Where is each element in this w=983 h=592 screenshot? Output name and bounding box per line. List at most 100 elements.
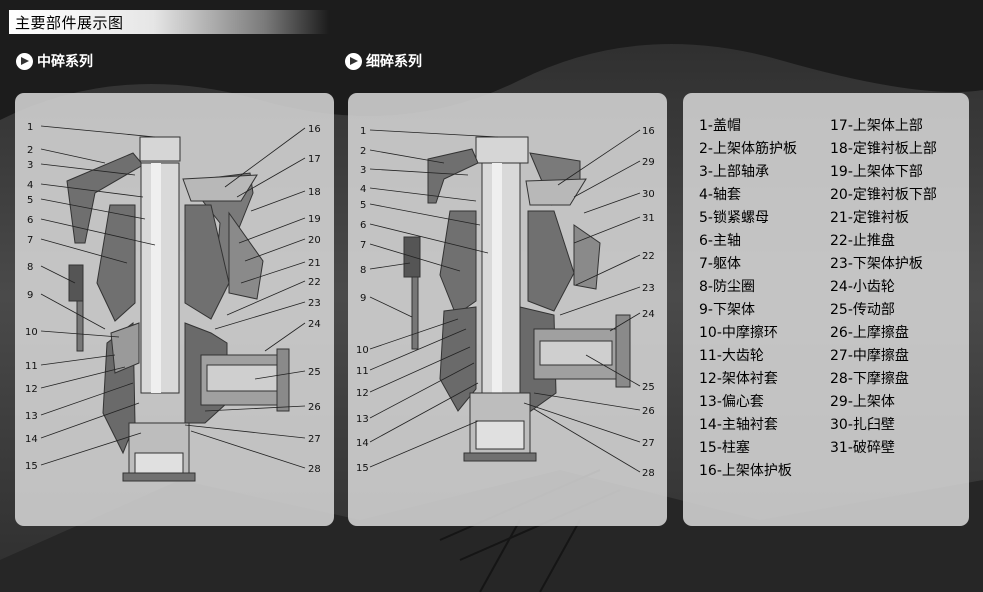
part-number: 2 [27,145,33,156]
legend-item: 23-下架体护板 [830,256,923,272]
diagram-panel-fine: 1 2 3 4 5 6 7 8 9 10 11 12 13 14 15 16 2… [348,93,667,526]
part-number: 1 [27,122,33,133]
part-number: 14 [356,438,369,449]
legend-item: 25-传动部 [830,302,895,318]
legend-item: 3-上部轴承 [699,164,769,180]
part-number: 7 [360,240,366,251]
part-number: 1 [360,126,366,137]
part-number: 2 [360,146,366,157]
part-number: 22 [308,277,321,288]
part-number: 19 [308,214,321,225]
part-number: 31 [642,213,655,224]
part-number: 14 [25,434,38,445]
legend-item: 30-扎臼壁 [830,417,895,433]
part-number: 15 [25,461,38,472]
legend-item: 6-主轴 [699,233,741,249]
part-number: 8 [360,265,366,276]
part-number: 6 [27,215,33,226]
left-part-numbers: 1 2 3 4 5 6 7 8 9 10 11 12 13 14 15 [25,122,38,472]
right-callout-lines [523,129,641,473]
right-part-numbers: 16 29 30 31 22 23 24 25 26 27 28 [642,126,655,479]
part-number: 12 [25,384,38,395]
left-callout-lines [40,125,156,466]
part-number: 6 [360,220,366,231]
part-number: 11 [25,361,38,372]
legend-item: 13-偏心套 [699,394,764,410]
part-number: 29 [642,157,655,168]
part-number: 21 [308,258,321,269]
diagram-panel-medium: 1 2 3 4 5 6 7 8 9 10 11 12 13 14 15 16 1… [15,93,334,526]
part-number: 4 [27,180,33,191]
part-number: 3 [360,165,366,176]
arrow-right-icon [16,52,33,70]
part-number: 13 [25,411,38,422]
part-number: 16 [642,126,655,137]
legend-item: 31-破碎壁 [830,440,895,456]
legend-item: 10-中摩擦环 [699,325,778,341]
crusher-body [66,136,290,482]
part-number: 17 [308,154,321,165]
part-number: 25 [308,367,321,378]
legend-item: 8-防尘圈 [699,279,755,295]
part-number: 25 [642,382,655,393]
legend-item: 7-躯体 [699,256,741,272]
legend-item: 29-上架体 [830,394,895,410]
part-number: 3 [27,160,33,171]
legend-item: 18-定锥衬板上部 [830,141,937,157]
legend-item: 11-大齿轮 [699,348,764,364]
legend-item: 12-架体衬套 [699,371,778,387]
part-number: 28 [308,464,321,475]
legend-item: 26-上摩擦盘 [830,325,909,341]
part-number: 28 [642,468,655,479]
part-number: 5 [27,195,33,206]
part-number: 24 [642,309,655,320]
part-number: 16 [308,124,321,135]
part-number: 12 [356,388,369,399]
left-part-numbers: 1 2 3 4 5 6 7 8 9 10 11 12 13 14 15 [356,126,369,474]
part-number: 11 [356,366,369,377]
legend-item: 17-上架体上部 [830,118,923,134]
part-number: 30 [642,189,655,200]
part-number: 27 [642,438,655,449]
legend-item: 27-中摩擦盘 [830,348,909,364]
part-number: 9 [27,290,33,301]
crusher-cross-section-medium: 1 2 3 4 5 6 7 8 9 10 11 12 13 14 15 16 1… [25,122,321,482]
part-number: 4 [360,184,366,195]
part-number: 10 [356,345,369,356]
part-number: 27 [308,434,321,445]
legend-item: 9-下架体 [699,302,755,318]
page-title: 主要部件展示图 [15,14,124,32]
series-heading-medium: 中碎系列 [16,50,93,72]
part-number: 13 [356,414,369,425]
part-number: 26 [642,406,655,417]
series-heading-fine: 细碎系列 [345,50,422,72]
legend-item: 28-下摩擦盘 [830,371,909,387]
legend-item: 1-盖帽 [699,118,741,134]
legend-item: 5-锁紧螺母 [699,210,769,226]
legend-item: 24-小齿轮 [830,279,895,295]
part-number: 20 [308,235,321,246]
part-number: 22 [642,251,655,262]
legend-item: 15-柱塞 [699,440,750,456]
series-label: 细碎系列 [366,54,422,70]
legend-item: 14-主轴衬套 [699,417,778,433]
part-number: 9 [360,293,366,304]
part-number: 15 [356,463,369,474]
crusher-cross-section-fine: 1 2 3 4 5 6 7 8 9 10 11 12 13 14 15 16 2… [356,126,655,479]
part-number: 18 [308,187,321,198]
series-label: 中碎系列 [37,54,93,70]
legend-panel: 1-盖帽 2-上架体筋护板 3-上部轴承 4-轴套 5-锁紧螺母 6-主轴 7-… [683,93,969,526]
part-number: 5 [360,200,366,211]
legend-item: 2-上架体筋护板 [699,141,797,157]
right-part-numbers: 16 17 18 19 20 21 22 23 24 25 26 27 28 [308,124,321,475]
legend-column-2: 17-上架体上部 18-定锥衬板上部 19-上架体下部 20-定锥衬板下部 21… [830,115,937,460]
legend-item: 16-上架体护板 [699,463,792,479]
legend-item: 20-定锥衬板下部 [830,187,937,203]
part-number: 26 [308,402,321,413]
legend-item: 22-止推盘 [830,233,895,249]
left-callout-lines [369,129,499,468]
arrow-right-icon [345,52,362,70]
legend-column-1: 1-盖帽 2-上架体筋护板 3-上部轴承 4-轴套 5-锁紧螺母 6-主轴 7-… [699,115,797,483]
part-number: 23 [642,283,655,294]
legend-item: 4-轴套 [699,187,741,203]
